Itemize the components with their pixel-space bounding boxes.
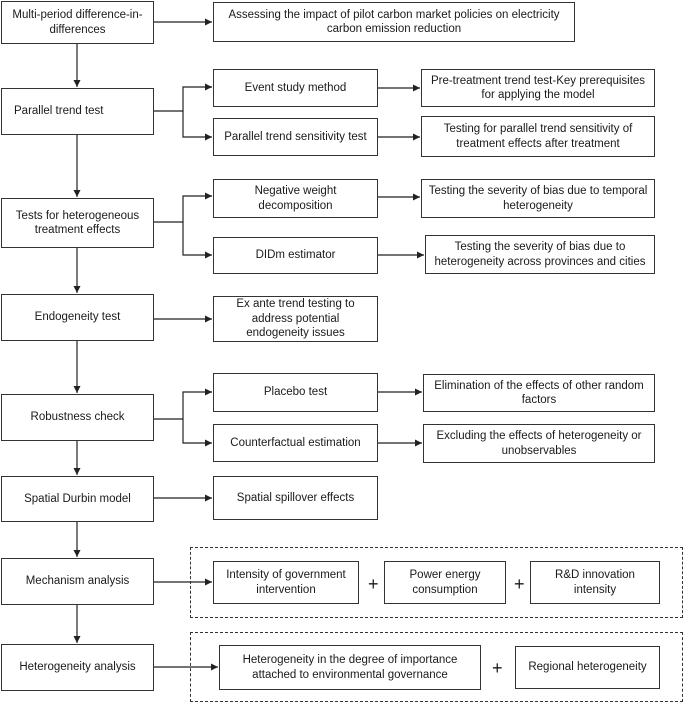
node-rd-innovation: R&D innovation intensity [530,561,660,604]
node-power-energy: Power energy consumption [384,561,506,604]
plus-sign-1: + [368,574,379,594]
node-mechanism: Mechanism analysis [1,558,154,605]
node-didm-desc: Testing the severity of bias due to hete… [425,235,655,274]
node-hetero-effects: Tests for heterogeneous treatment effect… [1,198,154,248]
node-endogeneity-desc: Ex ante trend testing to address potenti… [213,296,378,342]
node-counterfactual-desc: Excluding the effects of heterogeneity o… [423,424,655,463]
node-pt-sensitivity-desc: Testing for parallel trend sensitivity o… [421,116,655,157]
node-multi-period-did: Multi-period difference-in-differences [1,1,154,44]
node-neg-weight: Negative weight decomposition [213,179,378,218]
node-pretreatment: Pre-treatment trend test-Key prerequisit… [421,69,655,107]
mechanism-group [190,547,683,618]
node-spillover: Spatial spillover effects [213,476,378,520]
node-didm: DIDm estimator [213,237,378,274]
branch-parallel-2 [182,111,212,141]
node-spatial-durbin: Spatial Durbin model [1,476,154,522]
node-placebo-desc: Elimination of the effects of other rand… [423,374,655,412]
node-regional: Regional heterogeneity [515,646,660,689]
branch-hetero-2 [182,222,212,259]
branch-robust [154,391,212,420]
node-assess-impact: Assessing the impact of pilot carbon mar… [213,2,575,42]
node-endogeneity: Endogeneity test [1,294,154,341]
node-event-study: Event study method [213,69,378,107]
node-env-governance: Heterogeneity in the degree of importanc… [219,645,481,690]
plus-sign-2: + [514,574,525,594]
node-placebo: Placebo test [213,373,378,412]
node-robustness: Robustness check [1,394,154,441]
node-counterfactual: Counterfactual estimation [213,424,378,462]
plus-sign-3: + [492,658,503,678]
branch-parallel [154,86,212,112]
node-heterogeneity-analysis: Heterogeneity analysis [1,644,154,691]
node-gov-intervention: Intensity of government intervention [213,561,359,604]
node-parallel-trend: Parallel trend test [1,88,154,135]
node-neg-weight-desc: Testing the severity of bias due to temp… [421,179,655,218]
node-pt-sensitivity: Parallel trend sensitivity test [213,118,378,156]
branch-robust-2 [182,419,212,447]
branch-hetero [154,195,212,223]
heterogeneity-group [190,632,683,702]
